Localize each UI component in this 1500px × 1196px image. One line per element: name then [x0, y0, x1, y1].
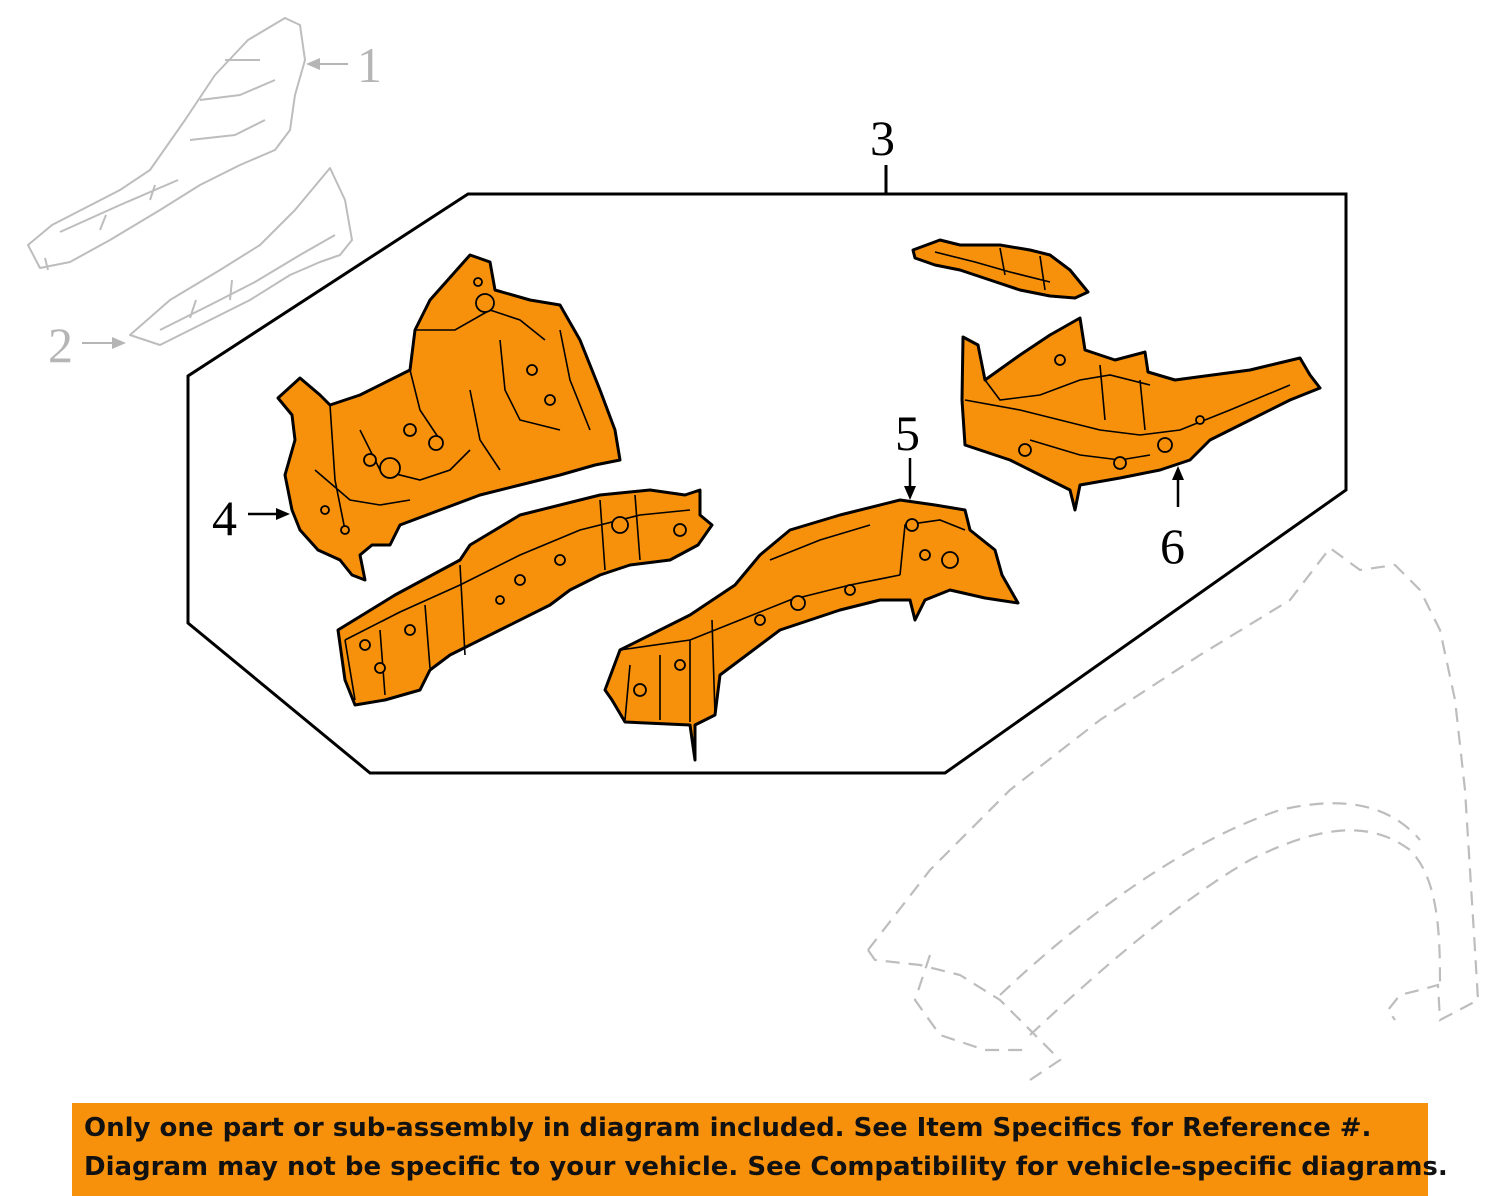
disclaimer-line-1: Only one part or sub-assembly in diagram…	[84, 1113, 1372, 1143]
disclaimer-banner: Only one part or sub-assembly in diagram…	[72, 1103, 1448, 1196]
callout-2: 2	[48, 317, 73, 373]
callout-6: 6	[1160, 518, 1185, 574]
callout-5-arrowhead	[904, 486, 916, 500]
callout-2-arrowhead	[112, 337, 126, 349]
part-left-frame-rail	[336, 488, 714, 707]
callout-1: 1	[357, 37, 382, 93]
callout-4-arrowhead	[276, 508, 290, 520]
callout-4: 4	[212, 490, 237, 546]
part-4-apron-panel	[276, 253, 622, 582]
ghost-part-2	[129, 167, 353, 346]
part-6-rear-frame-assembly	[960, 316, 1322, 512]
part-upper-bracket	[911, 238, 1090, 300]
callout-1-arrowhead	[306, 58, 320, 70]
ghost-fender	[867, 546, 1480, 1081]
ghost-part-1	[27, 17, 306, 271]
assembly-boundary	[186, 192, 1348, 775]
callout-3: 3	[870, 110, 895, 166]
callout-6-arrowhead	[1172, 466, 1184, 480]
part-5-frame-rail	[603, 498, 1020, 762]
callout-5: 5	[895, 405, 920, 461]
disclaimer-line-2: Diagram may not be specific to your vehi…	[84, 1152, 1448, 1182]
